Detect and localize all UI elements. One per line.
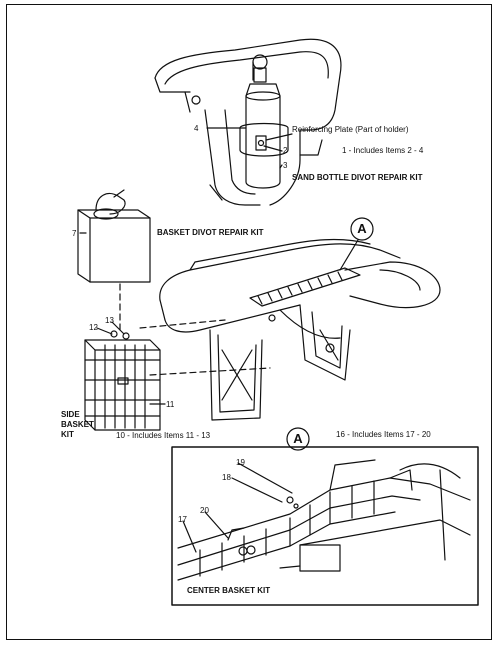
callout-12: 12 bbox=[89, 323, 98, 332]
detail-a-marker-inset bbox=[286, 427, 310, 451]
detail-a-marker-top bbox=[350, 217, 374, 241]
callout-1: 1 - Includes Items 2 - 4 bbox=[342, 146, 424, 155]
divot-box bbox=[77, 189, 151, 283]
side-basket-heading-line3: KIT bbox=[61, 430, 74, 439]
callout-13: 13 bbox=[105, 316, 114, 325]
detail-a-letter-top: A bbox=[357, 221, 367, 236]
leader-reinforcing bbox=[265, 133, 293, 141]
leader-a-top bbox=[339, 239, 359, 271]
sand-bottle bbox=[239, 54, 289, 189]
center-basket-heading: CENTER BASKET KIT bbox=[187, 586, 271, 595]
center-basket-drawing bbox=[177, 459, 471, 581]
detail-a-letter-inset: A bbox=[293, 431, 303, 446]
dashed-mount-line-1 bbox=[139, 319, 226, 329]
reinforcing-plate-label: Reinforcing Plate (Part of holder) bbox=[292, 125, 409, 134]
callout-7: 7 bbox=[72, 229, 77, 238]
callout-16: 16 - Includes Items 17 - 20 bbox=[336, 430, 431, 439]
callout-20: 20 bbox=[200, 506, 209, 515]
leader-13 bbox=[111, 321, 125, 335]
leader-18 bbox=[231, 477, 283, 503]
callout-3: 3 bbox=[283, 161, 288, 170]
callout-10: 10 - Includes Items 11 - 13 bbox=[116, 431, 211, 440]
callout-2: 2 bbox=[283, 146, 288, 155]
callout-17: 17 bbox=[178, 515, 187, 524]
callout-4: 4 bbox=[194, 124, 199, 133]
callout-19: 19 bbox=[236, 458, 245, 467]
leader-12 bbox=[96, 327, 113, 335]
leader-20 bbox=[204, 511, 229, 539]
dashed-mount-line-2 bbox=[149, 367, 271, 376]
callout-11: 11 bbox=[166, 400, 175, 409]
side-basket-heading-line2: BASKET bbox=[61, 420, 94, 429]
page-frame bbox=[6, 4, 492, 640]
basket-divot-heading: BASKET DIVOT REPAIR KIT bbox=[157, 228, 264, 237]
leader-19 bbox=[237, 462, 293, 494]
side-basket-heading-line1: SIDE bbox=[61, 410, 80, 419]
leader-17 bbox=[182, 520, 197, 553]
leader-3 bbox=[279, 164, 283, 169]
sand-bottle-heading: SAND BOTTLE DIVOT REPAIR KIT bbox=[292, 173, 423, 182]
callout-18: 18 bbox=[222, 473, 231, 482]
detail-a-frame bbox=[171, 446, 479, 606]
roof-support-drawing bbox=[154, 38, 342, 206]
seat-back-drawing bbox=[159, 238, 441, 421]
side-basket bbox=[84, 330, 161, 431]
leader-2 bbox=[263, 145, 283, 152]
